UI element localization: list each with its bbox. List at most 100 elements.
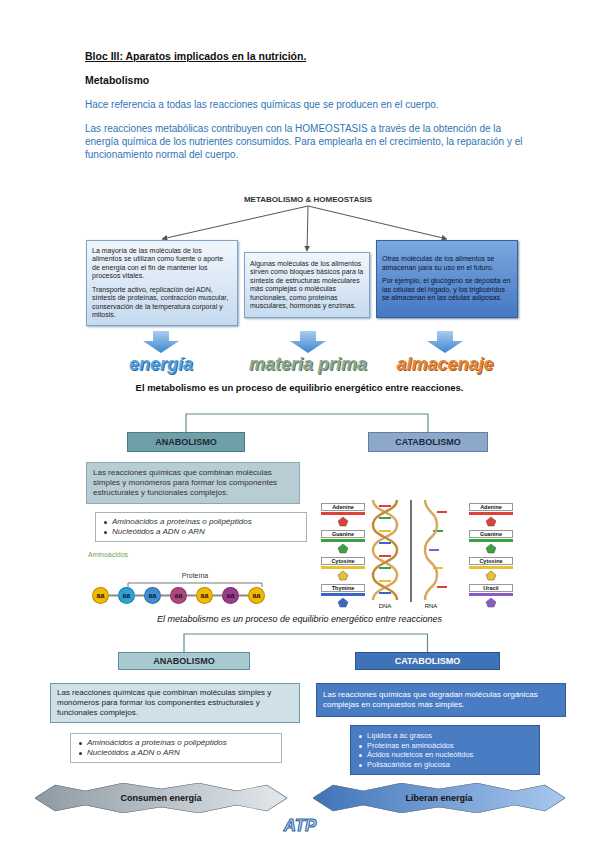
down-arrows	[143, 331, 463, 353]
node-text: aa	[253, 592, 261, 599]
strand-label: DNA	[370, 603, 400, 609]
base-bar	[321, 539, 365, 542]
example-list: Lípidos a ác grasosProteínas en aminoáci…	[350, 725, 540, 775]
base-label: Thymine	[321, 584, 365, 592]
category-word: energía	[101, 354, 221, 375]
material-box: Algunas moléculas de los alimentos sirve…	[244, 252, 370, 318]
node-text: aa	[97, 592, 105, 599]
dna-strand	[373, 500, 397, 600]
node-text: La mayoría de las moléculas de los alime…	[92, 247, 232, 281]
catabolism-box: CATABOLISMO	[355, 652, 500, 670]
node-text: Las reacciones químicas que degradan mol…	[323, 690, 559, 710]
rung	[379, 530, 391, 532]
category-word: materia prima	[238, 354, 378, 375]
paragraph: Las reacciones metabólicas contribuyen c…	[85, 122, 530, 161]
amino-acid: aa	[144, 587, 161, 604]
base-label: Guanine	[469, 530, 513, 538]
connector	[135, 595, 144, 597]
paragraph: Hace referencia a todas las reacciones q…	[85, 98, 530, 111]
caption: El metabolismo es un proceso de equilibr…	[40, 382, 559, 393]
amino-acid: aa	[92, 587, 109, 604]
node-text: ANABOLISMO	[130, 437, 242, 447]
connector	[187, 595, 196, 597]
rna-stub	[429, 549, 439, 551]
base-icon	[486, 544, 496, 553]
catabolism-box: CATABOLISMO	[368, 432, 488, 452]
base-icon	[338, 517, 348, 526]
category-word: almacenaje	[385, 354, 505, 375]
base-icon	[338, 598, 348, 607]
rung	[379, 542, 391, 544]
page-title: Bloc III: Aparatos implicados en la nutr…	[85, 50, 525, 62]
amino-acid: aa	[222, 587, 239, 604]
node-text: aa	[201, 592, 209, 599]
anabolism-box: ANABOLISMO	[118, 652, 250, 670]
rna-strand	[425, 500, 437, 600]
anabolism-box: ANABOLISMO	[127, 432, 245, 452]
example-list: Aminoácidos a proteínas o polipéptidosNu…	[70, 733, 282, 763]
connector	[239, 595, 248, 597]
dna-rna-illustration	[321, 500, 513, 607]
list-item: Lípidos a ác grasos	[357, 731, 533, 741]
base-bar	[469, 593, 513, 596]
rung	[379, 592, 391, 594]
strands	[373, 500, 437, 600]
node-text: aa	[149, 592, 157, 599]
example-list: Aminoácidos a proteínas o polipéptidosNu…	[95, 512, 307, 542]
list-item: Polisacáridos en glucosa	[357, 760, 533, 770]
strand-label: RNA	[416, 603, 446, 609]
rung	[379, 567, 391, 569]
connector	[162, 206, 308, 239]
node-text: CATABOLISMO	[358, 656, 497, 666]
base-bar	[469, 566, 513, 569]
caption: El metabolismo es un proceso de equilibr…	[60, 614, 539, 624]
watermark: ATP	[250, 816, 350, 836]
rung	[379, 505, 391, 507]
list-item: Nucleótidos a ADN o ARN	[102, 527, 300, 537]
description-box: Las reacciones químicas que degradan mol…	[316, 683, 566, 717]
amino-acid: aa	[196, 587, 213, 604]
list-item: Ácidos nucleicos en nucleótidos	[357, 750, 533, 760]
node-text: ANABOLISMO	[121, 656, 247, 666]
energy-banner: Liberan energía	[313, 783, 565, 813]
dna-strand	[373, 500, 397, 600]
base-icon	[486, 598, 496, 607]
rung	[379, 517, 391, 519]
base-icon	[486, 517, 496, 526]
energy-banner: Consumen energía	[35, 783, 287, 813]
list-item: Aminoácidos a proteínas o polipéptidos	[77, 738, 275, 748]
description-box: Las reacciones químicas que combinan mol…	[50, 683, 300, 723]
node-text: aa	[175, 592, 183, 599]
base-bar	[469, 539, 513, 542]
base-label: Cytosine	[321, 557, 365, 565]
base-bar	[321, 566, 365, 569]
base-icon	[338, 571, 348, 580]
base-bar	[321, 512, 365, 515]
rna-stub	[437, 511, 447, 513]
base-label: Guanine	[321, 530, 365, 538]
down-arrow	[290, 331, 326, 353]
node-text: METABOLISMO & HOMEOSTASIS	[228, 195, 388, 204]
amino-acid: aa	[118, 587, 135, 604]
connector	[109, 595, 118, 597]
node-text: Algunas moléculas de los alimentos sirve…	[250, 260, 364, 311]
protein-line	[128, 583, 262, 587]
base-bars	[321, 512, 513, 596]
node-text: Transporte activo, replicación del ADN, …	[92, 286, 232, 320]
node-text: aa	[123, 592, 131, 599]
protein-bracket	[128, 583, 262, 587]
base-label: Cytosine	[469, 557, 513, 565]
base-label: Adenine	[321, 503, 365, 511]
connector	[308, 206, 447, 239]
base-label: Uracil	[469, 584, 513, 592]
list-item: Proteínas en aminoácidos	[357, 741, 533, 751]
node-text: CATABOLISMO	[371, 437, 485, 447]
connector	[186, 414, 428, 432]
amino-acid: aa	[248, 587, 265, 604]
connector	[307, 206, 308, 251]
connector	[184, 634, 428, 652]
storage-box: Otras moléculas de los alimentos se alma…	[376, 240, 518, 318]
node-text: Las reacciones químicas que combinan mol…	[93, 468, 293, 498]
list-item: Nucleótidos a ADN o ARN	[77, 748, 275, 758]
